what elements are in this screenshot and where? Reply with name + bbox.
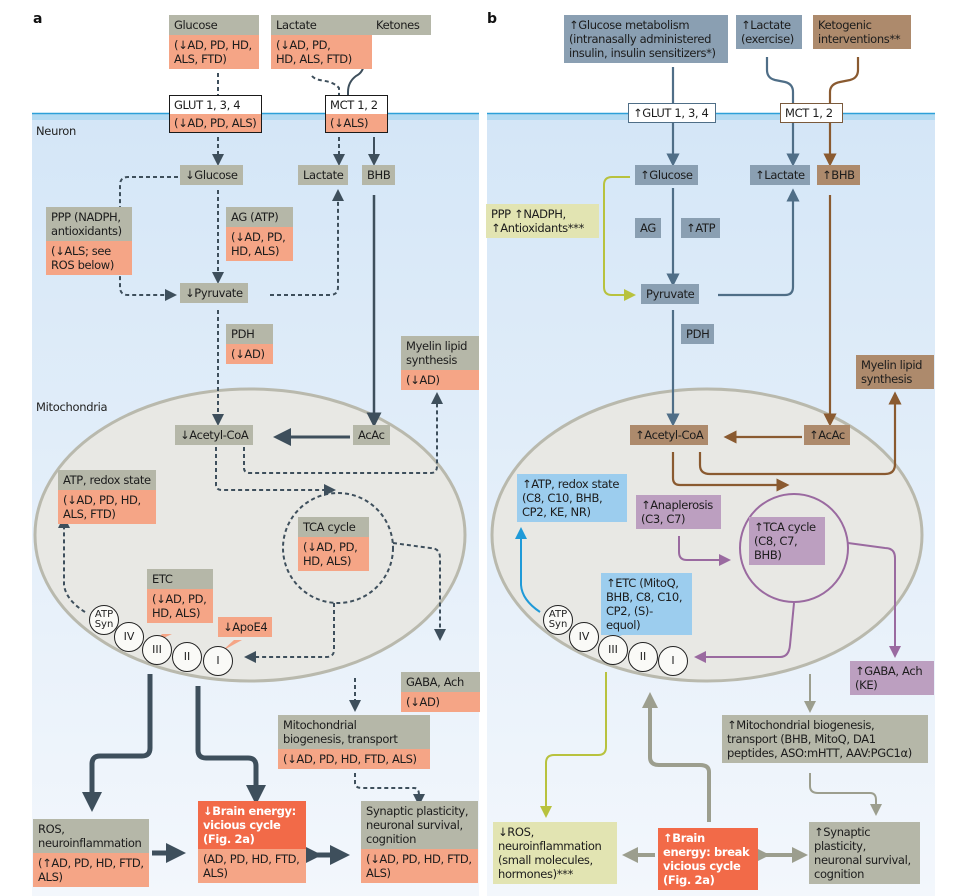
synaptic-box-b: ↑Synaptic plasticity, neuronal survival,… [809, 822, 920, 884]
anaplerosis-box-b: ↑Anaplerosis (C3, C7) [636, 495, 721, 529]
complex-iv-a: IV [114, 622, 144, 652]
gaba-box-a: GABA, Ach (↓AD) [401, 672, 480, 712]
pyruvate-cell-b: Pyruvate [641, 284, 700, 304]
brain-energy-box-b: ↑Brain energy: break vicious cycle (Fig.… [658, 828, 758, 890]
pdh-box-b: PDH [681, 324, 715, 344]
atp-redox-box-b: ↑ATP, redox state (C8, C10, BHB, CP2, KE… [517, 474, 627, 522]
complex-i-a: I [203, 646, 233, 676]
mitochondria-label-a: Mitochondria [36, 400, 108, 414]
glucose-cell-b: ↑Glucose [635, 165, 698, 185]
ag-box-a: AG (ATP) (↓AD, PD, HD, ALS) [226, 207, 293, 261]
acac-a: AcAc [353, 425, 390, 445]
ppp-box-b: PPP ↑NADPH, ↑Antioxidants*** [486, 204, 599, 238]
bhb-cell-a: BHB [362, 165, 396, 185]
complex-atp-synthase-a: ATP Syn [89, 605, 119, 635]
ag-box-b: AG [635, 218, 661, 238]
acac-b: ↑AcAc [804, 425, 850, 445]
lactate-cell-b: ↑Lactate [750, 165, 810, 185]
complex-iii-b: III [598, 635, 628, 665]
mct-transporter-a: MCT 1, 2 (↓ALS) [325, 95, 388, 133]
complex-ii-a: II [172, 642, 202, 672]
synaptic-box-a: Synaptic plasticity, neuronal survival, … [361, 801, 478, 883]
etc-box-a: ETC (↓AD, PD, HD, ALS) [147, 569, 213, 623]
panel-b-label: b [487, 11, 498, 27]
pyruvate-cell-a: ↓Pyruvate [180, 283, 248, 303]
ros-box-b: ↓ROS, neuroinflammation (small molecules… [493, 822, 617, 884]
pdh-box-a: PDH (↓AD) [226, 324, 273, 364]
gaba-box-b: ↑GABA, Ach (KE) [850, 661, 934, 695]
myelin-box-b: Myelin lipid synthesis [856, 355, 934, 389]
ketones-box-a: Ketones [371, 15, 431, 35]
ppp-box-a: PPP (NADPH, antioxidants) (↓ALS; see ROS… [46, 207, 132, 275]
lactate-box-a: Lactate (↓AD, PD, HD, ALS, FTD) [271, 15, 372, 69]
complex-ii-b: II [628, 642, 658, 672]
acetylcoa-b: ↑Acetyl-CoA [630, 425, 709, 445]
myelin-box-a: Myelin lipid synthesis (↓AD) [401, 336, 479, 390]
ros-box-a: ROS, neuroinflammation (↑AD, PD, HD, FTD… [33, 819, 149, 887]
lactate-cell-a: Lactate [298, 165, 349, 185]
etc-box-b: ↑ETC (MitoQ, BHB, C8, C10, CP2, (S)-equo… [601, 573, 692, 635]
atp-redox-box-a: ATP, redox state (↓AD, PD, HD, ALS, FTD) [58, 470, 156, 524]
neuron-label-a: Neuron [36, 124, 76, 138]
brain-energy-box-a: ↓Brain energy: vicious cycle (Fig. 2a) (… [198, 801, 306, 883]
mitochondrion-b [490, 387, 924, 683]
mitochondrion-a [33, 387, 467, 683]
atp-box-b: ↑ATP [681, 218, 721, 238]
complex-atp-synthase-b: ATP Syn [543, 605, 573, 635]
complex-i-b: I [658, 646, 688, 676]
mct-transporter-b: MCT 1, 2 [780, 103, 843, 123]
glucose-box-a: Glucose (↓AD, PD, HD, ALS, FTD) [169, 15, 259, 69]
panel-a-label: a [33, 11, 43, 27]
tca-box-a: TCA cycle (↓AD, PD, HD, ALS) [298, 517, 369, 571]
glut-transporter-b: ↑GLUT 1, 3, 4 [628, 103, 716, 123]
acetylcoa-a: ↓Acetyl-CoA [175, 425, 254, 445]
mito-biogenesis-box-b: ↑Mitochondrial biogenesis, transport (BH… [722, 715, 928, 763]
glucose-metabolism-box-b: ↑Glucose metabolism (intranasally admini… [564, 15, 728, 63]
ketogenic-box-b: Ketogenic interventions** [813, 15, 911, 49]
tca-box-b: ↑TCA cycle (C8, C7, BHB) [749, 517, 825, 565]
lactate-exercise-box-b: ↑Lactate (exercise) [736, 15, 802, 49]
glucose-cell-a: ↓Glucose [180, 165, 243, 185]
apoe4-box-a: ↓ApoE4 [218, 617, 273, 637]
complex-iii-a: III [142, 635, 172, 665]
complex-iv-b: IV [569, 622, 599, 652]
bhb-cell-b: ↑BHB [817, 165, 860, 185]
mito-biogenesis-box-a: Mitochondrial biogenesis, transport (↓AD… [278, 715, 430, 769]
glut-transporter-a: GLUT 1, 3, 4 (↓AD, PD, ALS) [169, 95, 262, 133]
